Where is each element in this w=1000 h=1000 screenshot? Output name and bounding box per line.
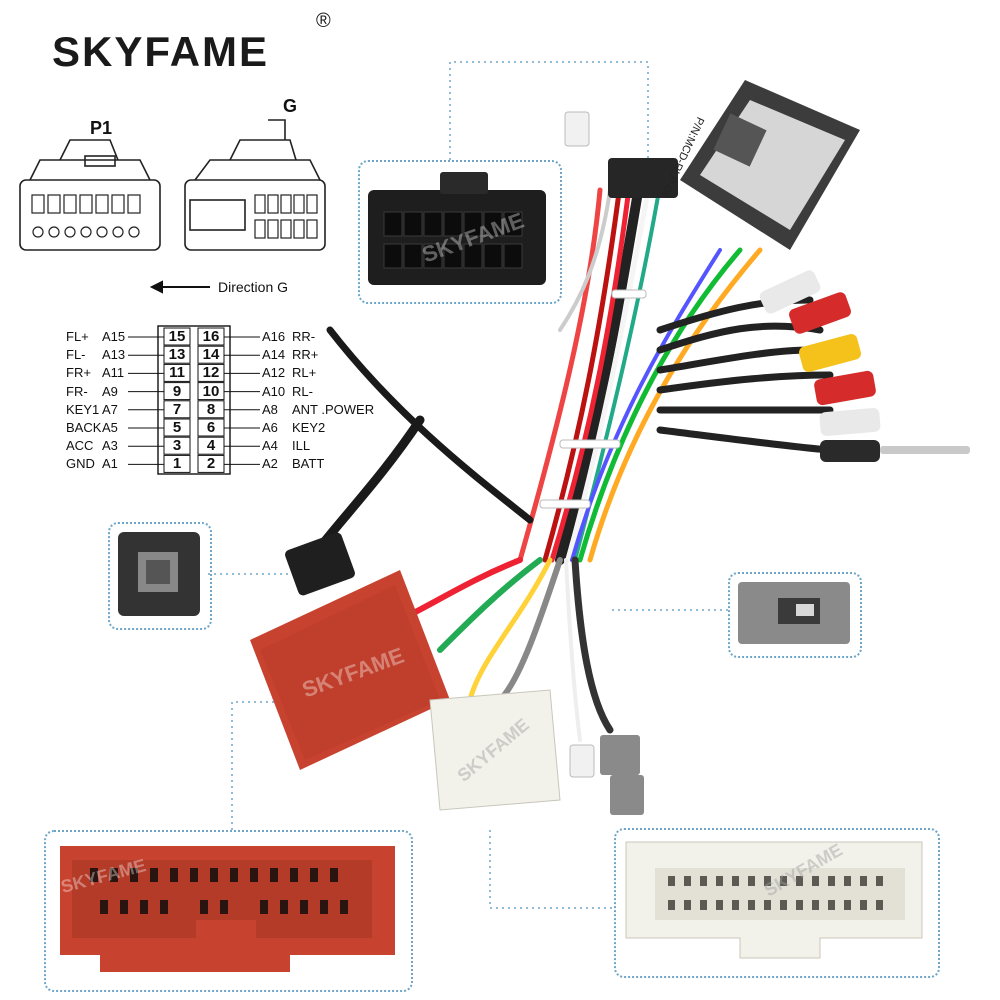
pin-name-right: RL- [292,383,313,399]
grey-main-connector [600,735,644,815]
pin-name-right: ILL [292,438,311,454]
g-label: G [283,96,298,116]
pin-code-left: A1 [102,456,118,472]
pin-name-left: FL+ [66,329,89,344]
pin-code-right: A10 [262,383,286,399]
leader-lines [208,61,728,909]
rca-plugs [759,270,970,462]
pin-name-left: FR+ [66,365,91,381]
black-2pin-connector [285,532,355,596]
canbus-module [680,80,860,250]
pin-code-right: A16 [262,329,286,344]
pin-number-left: 3 [172,437,182,455]
inset-black-connector-photo [368,172,546,285]
pin-code-left: A5 [102,420,118,435]
pin-name-left: GND [66,456,95,472]
pin-code-right: A12 [262,365,286,381]
pin-number-left: 5 [172,419,182,436]
pin-code-left: A15 [102,329,126,344]
pin-number-right: 10 [202,382,220,400]
inset-white-connector-photo [625,841,923,959]
pin-name-right: RL+ [292,365,317,381]
pin-number-right: 8 [206,400,216,418]
pin-code-left: A11 [102,365,125,381]
pin-code-right: A6 [262,420,278,435]
pin-code-right: A8 [262,401,278,417]
pin-name-left: FR- [66,383,88,399]
g-connector-drawing [184,119,326,251]
pin-number-left: 7 [172,400,182,418]
pin-name-left: BACK [66,420,102,435]
direction-arrow [149,280,210,294]
pin-code-right: A4 [262,438,278,454]
pin-number-left: 13 [168,346,186,364]
pin-number-left: 15 [168,328,186,345]
pin-name-right: BATT [292,456,325,472]
pin-name-right: RR+ [292,347,319,363]
pin-number-right: 14 [202,346,220,364]
inset-red-connector-photo [60,846,395,972]
pin-number-left: 1 [172,455,182,473]
pin-number-left: 9 [172,382,182,400]
pin-code-left: A7 [102,401,118,417]
inset-small-connector-photo [118,532,200,616]
white-jst-connector [564,111,595,778]
pin-name-left: KEY1 [66,401,100,417]
pin-number-right: 6 [206,419,216,436]
pin-code-left: A9 [102,383,118,399]
pin-code-right: A14 [262,347,286,363]
pin-number-right: 4 [206,437,216,455]
pin-number-left: 11 [169,364,185,382]
white-main-connector [429,689,561,811]
pin-code-right: A2 [262,456,278,472]
cable-ties [539,289,647,509]
registered-mark: ® [316,10,331,32]
p1-connector-drawing [19,139,161,251]
pin-number-right: 2 [206,455,216,473]
p1-label: P1 [90,118,113,138]
pin-code-left: A13 [102,347,126,363]
pin-name-right: ANT .POWER [292,401,375,417]
brand-logo: SKYFAME [52,28,270,75]
pin-name-right: RR- [292,329,316,344]
pin-number-right: 12 [202,364,220,382]
pin-number-right: 16 [202,328,220,345]
red-main-connector [250,570,450,770]
black-header-connector [608,158,678,198]
direction-label: Direction G [218,279,289,295]
pin-name-left: FL- [66,347,86,363]
inset-grey-connector-photo [738,582,850,644]
pin-name-left: ACC [66,438,94,454]
pin-name-right: KEY2 [292,420,326,435]
pin-code-left: A3 [102,438,118,454]
